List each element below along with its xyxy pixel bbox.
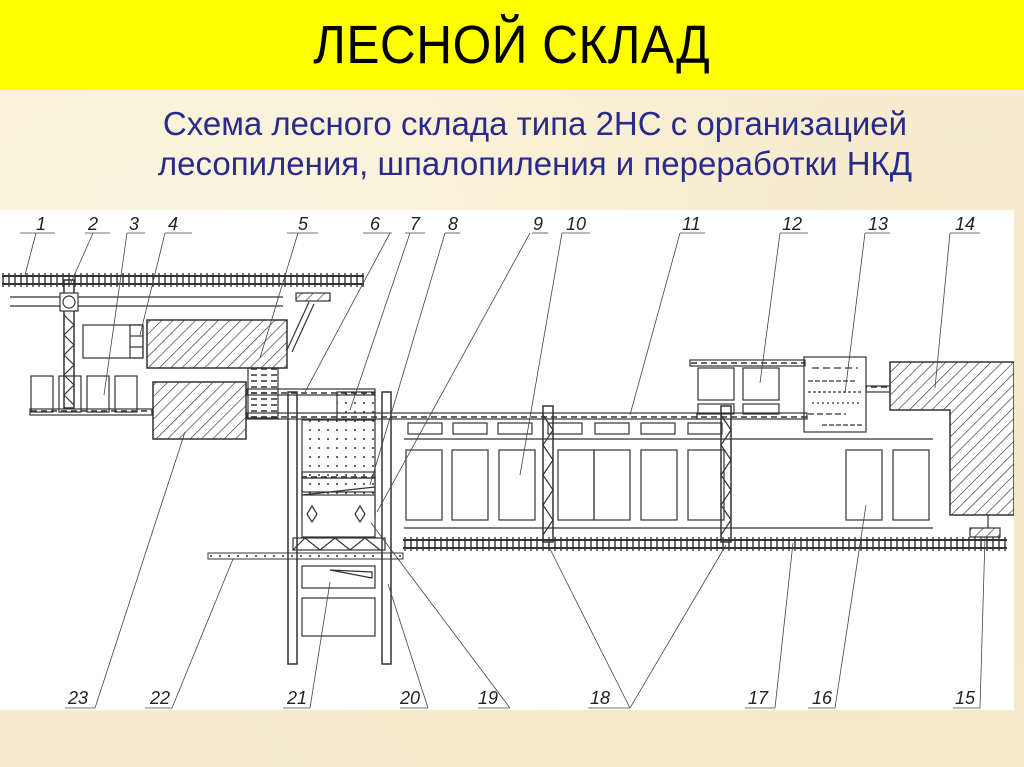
callout-23: 23 bbox=[67, 688, 88, 708]
slide-subtitle: Схема лесного склада типа 2НС с организа… bbox=[60, 104, 1010, 184]
warehouse-schematic: 1 2 3 4 5 6 7 8 9 10 11 12 13 14 23 22 2… bbox=[2, 214, 1014, 709]
callout-20: 20 bbox=[399, 688, 420, 708]
callout-leaders bbox=[20, 232, 986, 709]
callout-5: 5 bbox=[298, 214, 309, 234]
slide-title: ЛЕСНОЙ СКЛАД bbox=[313, 15, 711, 75]
callout-18: 18 bbox=[590, 688, 610, 708]
callout-6: 6 bbox=[370, 214, 381, 234]
callout-4: 4 bbox=[168, 214, 178, 234]
bottom-callouts: 23 22 21 20 19 18 17 16 15 bbox=[67, 688, 976, 708]
callout-21: 21 bbox=[286, 688, 307, 708]
callout-9: 9 bbox=[533, 214, 543, 234]
diagram-panel bbox=[0, 210, 1014, 710]
callout-3: 3 bbox=[129, 214, 139, 234]
title-bar: ЛЕСНОЙ СКЛАД bbox=[0, 0, 1024, 90]
callout-14: 14 bbox=[955, 214, 975, 234]
top-callouts: 1 2 3 4 5 6 7 8 9 10 11 12 13 14 bbox=[36, 214, 975, 234]
callout-13: 13 bbox=[868, 214, 888, 234]
subtitle-line-2: лесопиления, шпалопиления и переработки … bbox=[157, 145, 913, 182]
callout-19: 19 bbox=[478, 688, 498, 708]
gantry-crane bbox=[59, 279, 79, 409]
callout-2: 2 bbox=[87, 214, 98, 234]
callout-1: 1 bbox=[36, 214, 46, 234]
callout-16: 16 bbox=[812, 688, 833, 708]
sawmill-building bbox=[287, 391, 392, 665]
callout-11: 11 bbox=[682, 214, 701, 234]
lower-railway bbox=[403, 537, 1007, 551]
callout-15: 15 bbox=[955, 688, 976, 708]
callout-7: 7 bbox=[410, 214, 421, 234]
subtitle-line-1: Схема лесного склада типа 2НС с организа… bbox=[162, 105, 908, 142]
callout-22: 22 bbox=[149, 688, 170, 708]
callout-10: 10 bbox=[566, 214, 586, 234]
top-railway bbox=[2, 273, 364, 287]
callout-8: 8 bbox=[448, 214, 458, 234]
callout-17: 17 bbox=[748, 688, 769, 708]
callout-12: 12 bbox=[782, 214, 802, 234]
